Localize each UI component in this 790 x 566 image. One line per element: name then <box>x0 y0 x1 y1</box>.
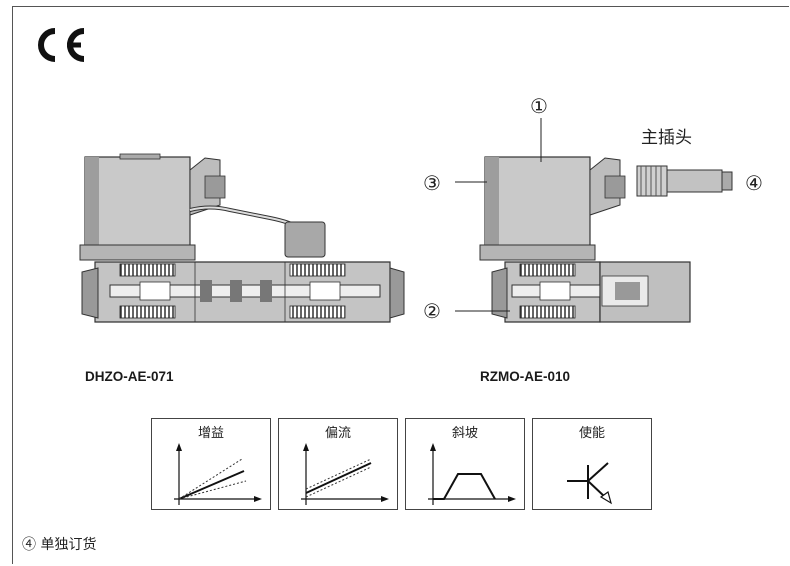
gain-graph-icon <box>174 443 262 505</box>
callout-4: ④ <box>745 171 763 195</box>
main-connector-label: 主插头 <box>641 128 692 148</box>
gain-title: 增益 <box>197 426 224 441</box>
callout-3: ③ <box>423 171 441 195</box>
ce-mark-logo <box>38 28 85 62</box>
ramp-title: 斜坡 <box>451 426 478 441</box>
callout-2: ② <box>423 299 441 323</box>
ramp-box: 斜坡 <box>405 418 525 510</box>
bias-box: 偏流 <box>278 418 398 510</box>
bias-title: 偏流 <box>324 426 351 441</box>
rzmo-valve-drawing <box>479 156 733 323</box>
model-label-right: RZMO-AE-010 <box>480 369 571 384</box>
page-frame <box>12 6 789 564</box>
dhzo-valve-drawing <box>79 153 405 323</box>
main-connector-plug <box>636 165 733 197</box>
model-label-left: DHZO-AE-071 <box>85 369 174 384</box>
enable-title: 使能 <box>578 426 605 441</box>
enable-box: 使能 <box>532 418 652 510</box>
ramp-graph-icon <box>428 443 516 505</box>
callout-1: ① <box>530 94 548 118</box>
gain-box: 增益 <box>151 418 271 510</box>
footnote-order-separately: ④ 单独订货 <box>22 537 97 553</box>
bias-graph-icon <box>301 443 389 505</box>
enable-symbol-icon <box>567 462 612 505</box>
